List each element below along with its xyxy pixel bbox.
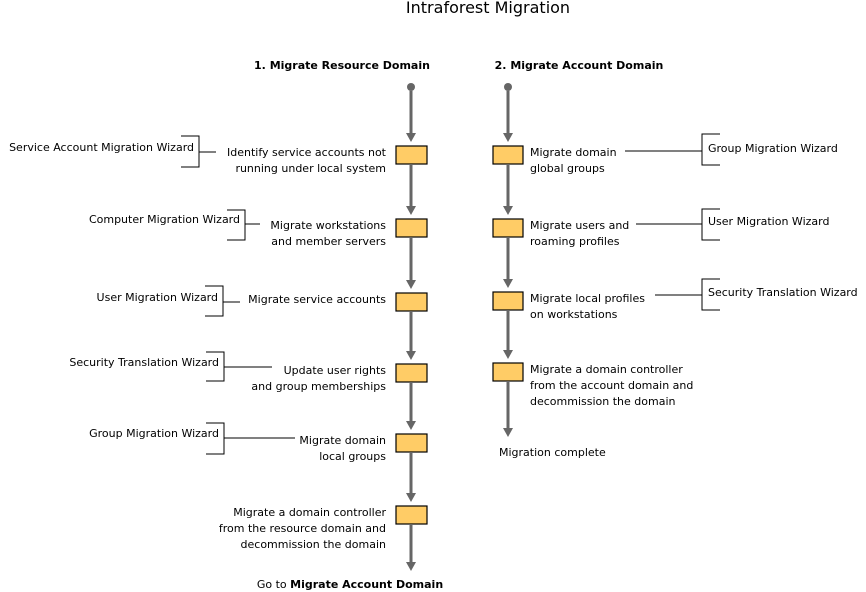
resource-domain-flow-arrow-4-arrowhead-icon xyxy=(406,351,416,360)
resource-domain-step-1-tool-label: Service Account Migration Wizard xyxy=(9,141,194,154)
resource-domain-step-3-description: Migrate service accounts xyxy=(248,293,386,306)
resource-domain-step-1-description: Identify service accounts not xyxy=(227,146,387,159)
resource-domain-step-6-description: Migrate a domain controller xyxy=(233,506,386,519)
resource-domain-step-5-description: local groups xyxy=(319,450,386,463)
resource-domain-step-3-tool-label: User Migration Wizard xyxy=(97,291,218,304)
column-heading-account-domain: 2. Migrate Account Domain xyxy=(495,59,664,72)
account-domain-step-4-description: decommission the domain xyxy=(530,395,676,408)
resource-domain-end-label-text: Go to xyxy=(257,578,290,591)
resource-domain-step-4-description: Update user rights xyxy=(284,364,387,377)
resource-domain-step-4-description: and group memberships xyxy=(251,380,386,393)
account-domain-step-box-3 xyxy=(492,291,524,311)
account-domain-step-4-description: Migrate a domain controller xyxy=(530,363,683,376)
account-domain-flow-arrow-1-arrowhead-icon xyxy=(503,133,513,142)
resource-domain-end-label: Go to Migrate Account Domain xyxy=(257,578,443,591)
account-domain-end-label-text: Migration complete xyxy=(499,446,606,459)
resource-domain-step-6-description: from the resource domain and xyxy=(219,522,386,535)
account-domain-step-3-tool-label: Security Translation Wizard xyxy=(708,286,858,299)
resource-domain-step-2-bracket xyxy=(227,209,246,241)
resource-domain-step-3-bracket xyxy=(205,285,224,317)
resource-domain-flow-arrow-1-arrowhead-icon xyxy=(406,133,416,142)
resource-domain-final-arrow-arrowhead-icon xyxy=(406,562,416,571)
resource-domain-end-label-link-text: Migrate Account Domain xyxy=(290,578,443,591)
resource-domain-step-box-1 xyxy=(395,145,428,165)
account-domain-step-1-description: Migrate domain xyxy=(530,146,617,159)
account-domain-start-dot-icon xyxy=(504,83,512,91)
resource-domain-step-1-description: running under local system xyxy=(235,162,386,175)
account-domain-step-box-4 xyxy=(492,362,524,382)
resource-domain-step-box-3 xyxy=(395,292,428,312)
resource-domain-flow-arrow-3-arrowhead-icon xyxy=(406,280,416,289)
account-domain-step-4-description: from the account domain and xyxy=(530,379,693,392)
account-domain-step-1-description: global groups xyxy=(530,162,605,175)
account-domain-step-1-tool-label: Group Migration Wizard xyxy=(708,142,838,155)
account-domain-flow-arrow-4-arrowhead-icon xyxy=(503,350,513,359)
account-domain-step-2-description: roaming profiles xyxy=(530,235,620,248)
resource-domain-step-5-tool-label: Group Migration Wizard xyxy=(89,427,219,440)
resource-domain-step-box-4 xyxy=(395,363,428,383)
resource-domain-step-box-5 xyxy=(395,433,428,453)
resource-domain-flow-arrow-2-arrowhead-icon xyxy=(406,206,416,215)
resource-domain-step-5-description: Migrate domain xyxy=(299,434,386,447)
account-domain-flow-arrow-3-arrowhead-icon xyxy=(503,279,513,288)
resource-domain-step-4-tool-label: Security Translation Wizard xyxy=(69,356,219,369)
resource-domain-step-box-2 xyxy=(395,218,428,238)
account-domain-flow-arrow-2-arrowhead-icon xyxy=(503,206,513,215)
resource-domain-start-dot-icon xyxy=(407,83,415,91)
account-domain-step-box-1 xyxy=(492,145,524,165)
account-domain-step-2-tool-label: User Migration Wizard xyxy=(708,215,829,228)
account-domain-final-arrow-arrowhead-icon xyxy=(503,428,513,437)
account-domain-step-3-description: on workstations xyxy=(530,308,618,321)
resource-domain-flow-arrow-6-arrowhead-icon xyxy=(406,493,416,502)
account-domain-step-1-bracket xyxy=(701,133,720,166)
resource-domain-step-2-description: and member servers xyxy=(271,235,386,248)
column-heading-resource-domain: 1. Migrate Resource Domain xyxy=(254,59,430,72)
resource-domain-step-6-description: decommission the domain xyxy=(241,538,387,551)
account-domain-step-box-2 xyxy=(492,218,524,238)
resource-domain-flow-arrow-5-arrowhead-icon xyxy=(406,421,416,430)
resource-domain-step-2-tool-label: Computer Migration Wizard xyxy=(89,213,240,226)
account-domain-step-3-description: Migrate local profiles xyxy=(530,292,645,305)
resource-domain-step-box-6 xyxy=(395,505,428,525)
diagram-title: Intraforest Migration xyxy=(406,0,570,17)
account-domain-end-label: Migration complete xyxy=(499,446,606,459)
resource-domain-step-2-description: Migrate workstations xyxy=(270,219,386,232)
account-domain-step-2-description: Migrate users and xyxy=(530,219,629,232)
